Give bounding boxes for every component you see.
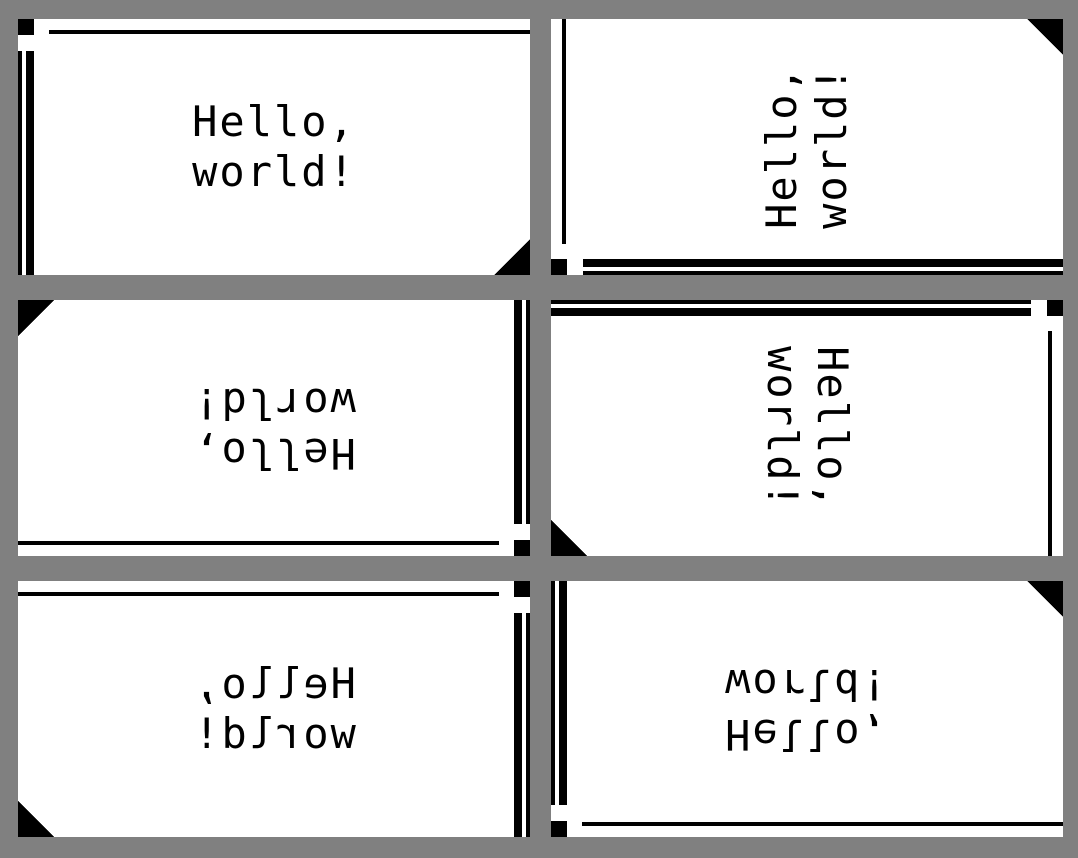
corner-square-marker: [514, 581, 530, 597]
corner-square-marker: [1047, 300, 1063, 316]
panel-normal: Hello, world!: [18, 19, 530, 275]
panel-rotated-180: Hello, world!: [18, 300, 530, 556]
single-edge-line: [18, 541, 499, 545]
panel-rotated-cw: Hello, world!: [551, 300, 1063, 556]
single-edge-line: [49, 30, 530, 34]
corner-square-marker: [18, 19, 34, 35]
corner-triangle-icon: [1027, 581, 1063, 617]
greeting-text: Hello, world!: [192, 659, 356, 758]
corner-square-marker: [551, 821, 567, 837]
panel-mirrored-vertical: Hello, world!: [551, 581, 1063, 837]
single-edge-line: [1048, 331, 1052, 556]
panel-content: Hello, world!: [551, 581, 1063, 837]
double-edge-line-thick: [26, 51, 34, 275]
corner-square-marker: [551, 259, 567, 275]
panel-content: Hello, world!: [18, 300, 530, 556]
corner-square-marker: [514, 540, 530, 556]
greeting-text: Hello, world!: [757, 65, 856, 229]
greeting-text: Hello, world!: [192, 379, 356, 478]
corner-triangle-icon: [551, 520, 587, 556]
corner-triangle-icon: [18, 300, 54, 336]
greeting-text: Hello, world!: [758, 346, 857, 510]
single-edge-line: [18, 592, 499, 596]
single-edge-line: [562, 19, 566, 244]
panel-content: Hello, world!: [18, 581, 530, 837]
panel-mirrored-horizontal: Hello, world!: [18, 581, 530, 837]
single-edge-line: [582, 822, 1063, 826]
corner-triangle-icon: [18, 801, 54, 837]
double-edge-line-thin: [18, 51, 22, 275]
panel-content: Hello, world!: [18, 19, 530, 275]
greeting-text: Hello, world!: [725, 660, 889, 759]
panel-rotated-ccw: Hello, world!: [551, 19, 1063, 275]
corner-triangle-icon: [494, 239, 530, 275]
panel-content: Hello, world!: [551, 19, 1063, 275]
corner-triangle-icon: [1027, 19, 1063, 55]
greeting-text: Hello, world!: [192, 97, 356, 196]
panel-content: Hello, world!: [551, 300, 1063, 556]
